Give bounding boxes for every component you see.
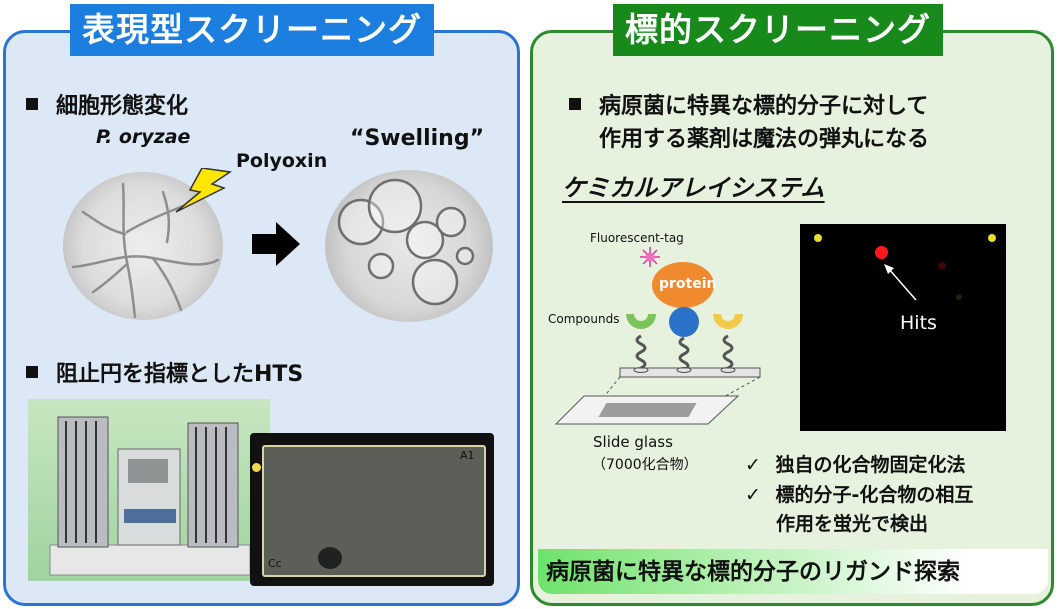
right-arrow-icon [252,222,300,266]
fluorescent-tag-label: Fluorescent-tag [590,231,684,245]
check-item-immobilization: ✓ 独自の化合物固定化法 [745,450,966,477]
bullet-morphology-text: 細胞形態変化 [56,94,189,119]
faint-spot [938,262,946,270]
bullet-magic-bullet-line2: 作用する薬剤は魔法の弾丸になる [599,127,930,152]
hit-spot [875,246,888,259]
compounds-label: Compounds [548,312,620,326]
right-panel-title: 標的スクリーニング [613,4,943,56]
bullet-morphology: 細胞形態変化 [26,88,188,120]
left-panel-title: 表現型スクリーニング [70,4,434,56]
chemical-array-schematic [554,307,761,425]
star-tag-icon [640,247,660,267]
hts-robot-photo [28,399,270,581]
robot-drawing [49,416,251,576]
lightning-icon [175,168,233,213]
hit-arrow [884,264,917,301]
check-item-detection-line1: 標的分子-化合物の相互 [775,484,974,506]
protein-shape [652,262,714,308]
agar-surface: A1 Cc [262,445,486,577]
check-icon: ✓ [745,484,761,506]
faint-spot [956,294,962,300]
conclusion-text: 病原菌に特異な標的分子のリガンド探索 [546,559,960,585]
swelling-drawing [337,178,475,306]
plate-mark-top: A1 [460,449,475,462]
bullet-square-icon [26,366,38,378]
fluorescence-scan-image: Hits [800,224,1006,431]
conclusion-banner [538,549,1048,594]
check-icon: ✓ [745,454,761,476]
plate-marker-dot [252,463,261,472]
check-item-detection: ✓ 標的分子-化合物の相互 [745,480,973,507]
hyphae-drawing [71,182,220,319]
agar-plate-photo: A1 Cc [250,433,494,586]
compound-count-label: （7000化合物） [592,457,698,473]
swelling-micrograph [325,170,493,322]
bullet-hts-text: 阻止円を指標としたHTS [56,362,304,387]
bullet-hts: 阻止円を指標としたHTS [26,356,303,388]
hits-label: Hits [900,312,937,334]
alignment-spot-left [814,234,822,242]
alignment-spot-right [988,234,996,242]
bullet-magic-bullet-line1: 病原菌に特異な標的分子に対して [599,94,929,119]
slide-glass-label: Slide glass [593,433,673,451]
result-label: “Swelling” [350,126,485,151]
protein-label: protein [659,276,717,292]
bullet-square-icon [26,98,38,110]
plate-mark-bottom: Cc [268,557,282,570]
bullet-square-icon [569,98,581,110]
chemical-array-title: ケミカルアレイシステム [562,174,825,202]
inhibition-zone [318,547,342,569]
drug-label: Polyoxin [236,150,328,172]
normal-hyphae-micrograph [63,172,223,320]
bullet-magic-bullet: 病原菌に特異な標的分子に対して [569,88,928,120]
organism-label: P. oryzae [96,126,191,148]
check-item-immobilization-text: 独自の化合物固定化法 [775,454,966,476]
check-item-detection-line2: 作用を蛍光で検出 [776,513,929,535]
